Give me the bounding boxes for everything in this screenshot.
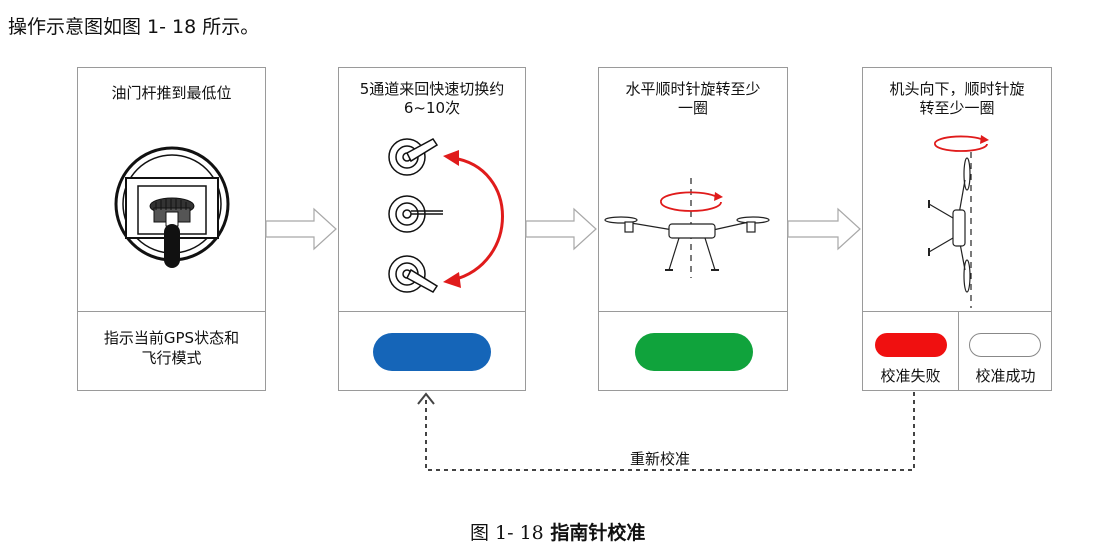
- title-line-2: 6~10次: [403, 99, 461, 117]
- title-line-1: 水平顺时针旋转至少: [625, 80, 761, 98]
- panel-title: 水平顺时针旋转至少 一圈: [599, 80, 787, 118]
- title-line-2: 一圈: [677, 99, 708, 117]
- led-indicator-green: [635, 333, 753, 371]
- loop-label: 重新校准: [630, 450, 691, 468]
- drone-icon: [603, 178, 783, 278]
- rotate-arrow-icon: [929, 134, 993, 154]
- panel-horizontal-rotation: 水平顺时针旋转至少 一圈: [598, 67, 788, 391]
- panel-title: 油门杆推到最低位: [111, 84, 232, 102]
- title-line-1: 机头向下，顺时针旋: [889, 80, 1025, 98]
- panel-title: 5通道来回快速切换约 6~10次: [339, 80, 525, 118]
- panel-divider: [863, 311, 1051, 312]
- figure-caption: 图 1- 18 指南针校准: [470, 518, 645, 545]
- arrow-right-icon: [265, 207, 338, 251]
- caption-prefix: 图: [470, 522, 496, 544]
- panel-vertical-divider: [958, 311, 959, 391]
- throttle-stick-icon: [114, 146, 232, 271]
- footer-line-1: 指示当前GPS状态和: [103, 329, 240, 347]
- fail-label: 校准失败: [880, 367, 941, 385]
- panel-footer-text: 指示当前GPS状态和 飞行模式: [78, 328, 265, 368]
- page-heading: 操作示意图如图 1- 18 所示。: [8, 16, 260, 38]
- panel-divider: [599, 311, 787, 312]
- caption-number: 1- 18: [495, 522, 544, 544]
- led-indicator-red: [875, 333, 947, 357]
- panel-vertical-rotation: 机头向下，顺时针旋 转至少一圈 校准失败 校: [862, 67, 1052, 391]
- dashed-arrow-up-icon: [414, 386, 924, 476]
- success-label: 校准成功: [975, 367, 1036, 385]
- title-line-1: 5通道来回快速切换约: [359, 80, 505, 98]
- curved-arrow-icon: [439, 148, 519, 288]
- led-indicator-blue: [373, 333, 491, 371]
- arrow-right-icon: [787, 207, 862, 251]
- switch-toggle-icon: [383, 133, 523, 303]
- panel-divider: [78, 311, 265, 312]
- panel-title: 机头向下，顺时针旋 转至少一圈: [863, 80, 1051, 118]
- footer-line-2: 飞行模式: [141, 349, 202, 367]
- caption-title: 指南针校准: [543, 522, 646, 544]
- drone-icon: [915, 152, 995, 308]
- title-line-2: 转至少一圈: [919, 99, 995, 117]
- led-indicator-white: [969, 333, 1041, 357]
- panel-divider: [339, 311, 525, 312]
- arrow-right-icon: [525, 207, 598, 251]
- panel-switch: 5通道来回快速切换约 6~10次: [338, 67, 526, 391]
- panel-throttle: 油门杆推到最低位 指示当前GPS状态和 飞行模式: [77, 67, 266, 391]
